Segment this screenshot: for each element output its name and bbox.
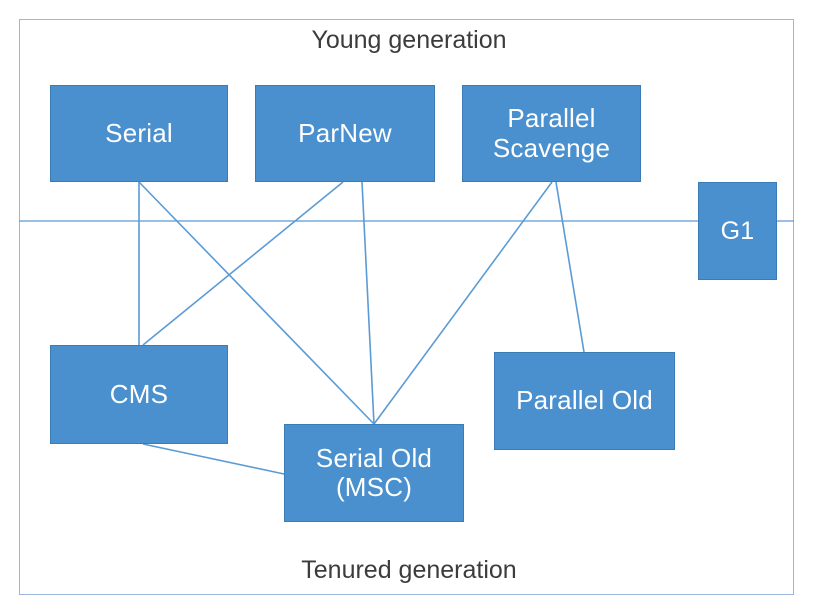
node-parallel-scavenge[interactable]: Parallel Scavenge [462,85,641,182]
node-parallel-old[interactable]: Parallel Old [494,352,675,450]
young-generation-label: Young generation [311,26,507,54]
node-g1[interactable]: G1 [698,182,777,280]
node-serial-old[interactable]: Serial Old (MSC) [284,424,464,522]
node-serial[interactable]: Serial [50,85,228,182]
node-cms[interactable]: CMS [50,345,228,444]
tenured-generation-label: Tenured generation [301,556,517,584]
node-parnew[interactable]: ParNew [255,85,435,182]
